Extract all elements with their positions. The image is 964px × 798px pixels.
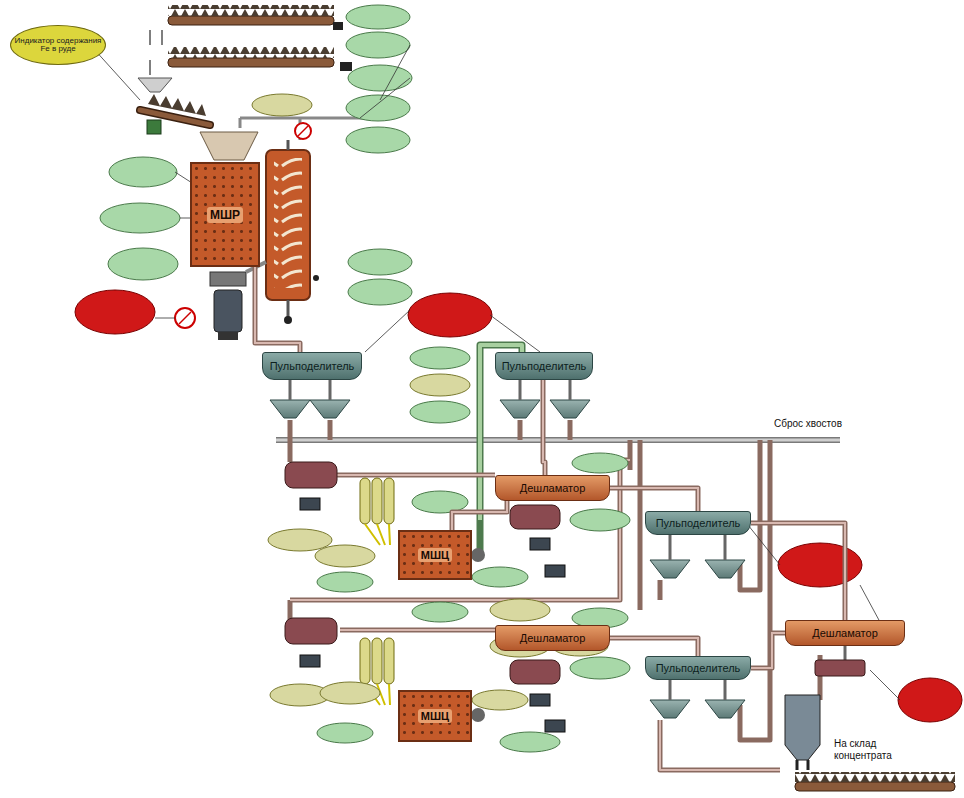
grinding-section — [175, 118, 380, 340]
pipes — [276, 345, 840, 770]
equipment-box: Пульподелитель — [645, 656, 751, 680]
node-text: Дешламатор — [812, 627, 878, 639]
pipe-connector — [452, 501, 507, 530]
pipe-connector — [751, 523, 845, 620]
equipment-box: Дешламатор — [495, 625, 610, 651]
magnetic-separators — [285, 462, 955, 791]
pipe-connector — [255, 267, 300, 352]
instrument-ovals — [75, 5, 962, 752]
flow-label: Сброс хвостов — [772, 418, 844, 430]
node-text: Пульподелитель — [656, 517, 741, 529]
node-text: Дешламатор — [520, 632, 586, 644]
conveyors — [138, 5, 352, 134]
pipe-connector — [543, 380, 545, 475]
splitter-cones — [270, 380, 865, 718]
mill-drum: МШЦ — [398, 690, 472, 742]
node-text: МШР — [207, 207, 243, 223]
node-text: Индикатор содержания Fe в руде — [11, 37, 105, 54]
equipment-box: Пульподелитель — [262, 352, 362, 380]
pipe-connector — [610, 488, 698, 511]
pipe-connector — [751, 633, 785, 668]
indicator-oval: Индикатор содержания Fe в руде — [10, 25, 106, 65]
flow-label: На склад концентрата — [832, 738, 916, 761]
node-text: МШЦ — [418, 548, 452, 562]
node-text: МШЦ — [418, 709, 452, 723]
equipment-box: Пульподелитель — [645, 511, 751, 535]
equipment-box: Пульподелитель — [495, 352, 593, 380]
node-text: Пульподелитель — [656, 662, 741, 674]
equipment-box: Дешламатор — [495, 475, 610, 501]
mill-drum: МШЦ — [398, 530, 472, 580]
node-text: Пульподелитель — [502, 360, 587, 372]
node-text: Пульподелитель — [270, 360, 355, 372]
node-text: Дешламатор — [520, 482, 586, 494]
equipment-box: Дешламатор — [785, 620, 905, 646]
mill-drum: МШР — [190, 162, 260, 267]
pipe-connector — [610, 638, 698, 656]
